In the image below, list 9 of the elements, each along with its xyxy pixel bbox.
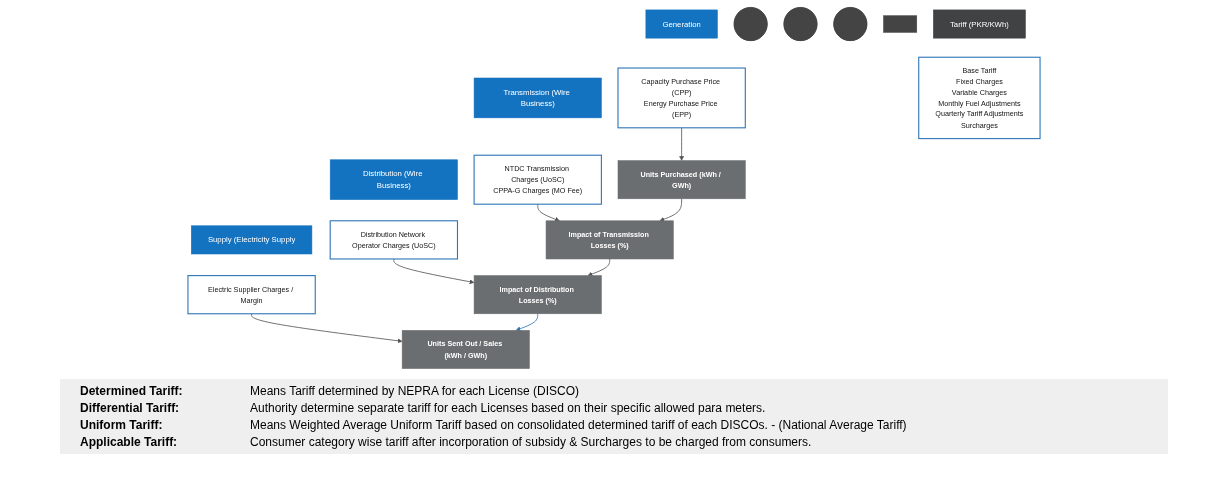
- definition-text: Means Tariff determined by NEPRA for each License (DISCO): [250, 383, 581, 399]
- node-equals: [883, 14, 918, 33]
- term-label: Uniform Tariff:: [80, 417, 164, 433]
- definition-text: Means Weighted Average Uniform Tariff based on consolidated determined tariff of each DISCOs. - (National Average Tariff): [250, 417, 908, 433]
- definition-text: Authority determine separate tariff for each Licenses based on their specific allowed para meters.: [250, 400, 767, 416]
- term-label: Differential Tariff:: [80, 400, 181, 416]
- term-label: Determined Tariff:: [80, 383, 184, 399]
- term-label: Applicable Tariff:: [80, 434, 179, 450]
- definition-text: Consumer category wise tariff after incorporation of subsidy & Surcharges to be charged from consumers.: [250, 434, 813, 450]
